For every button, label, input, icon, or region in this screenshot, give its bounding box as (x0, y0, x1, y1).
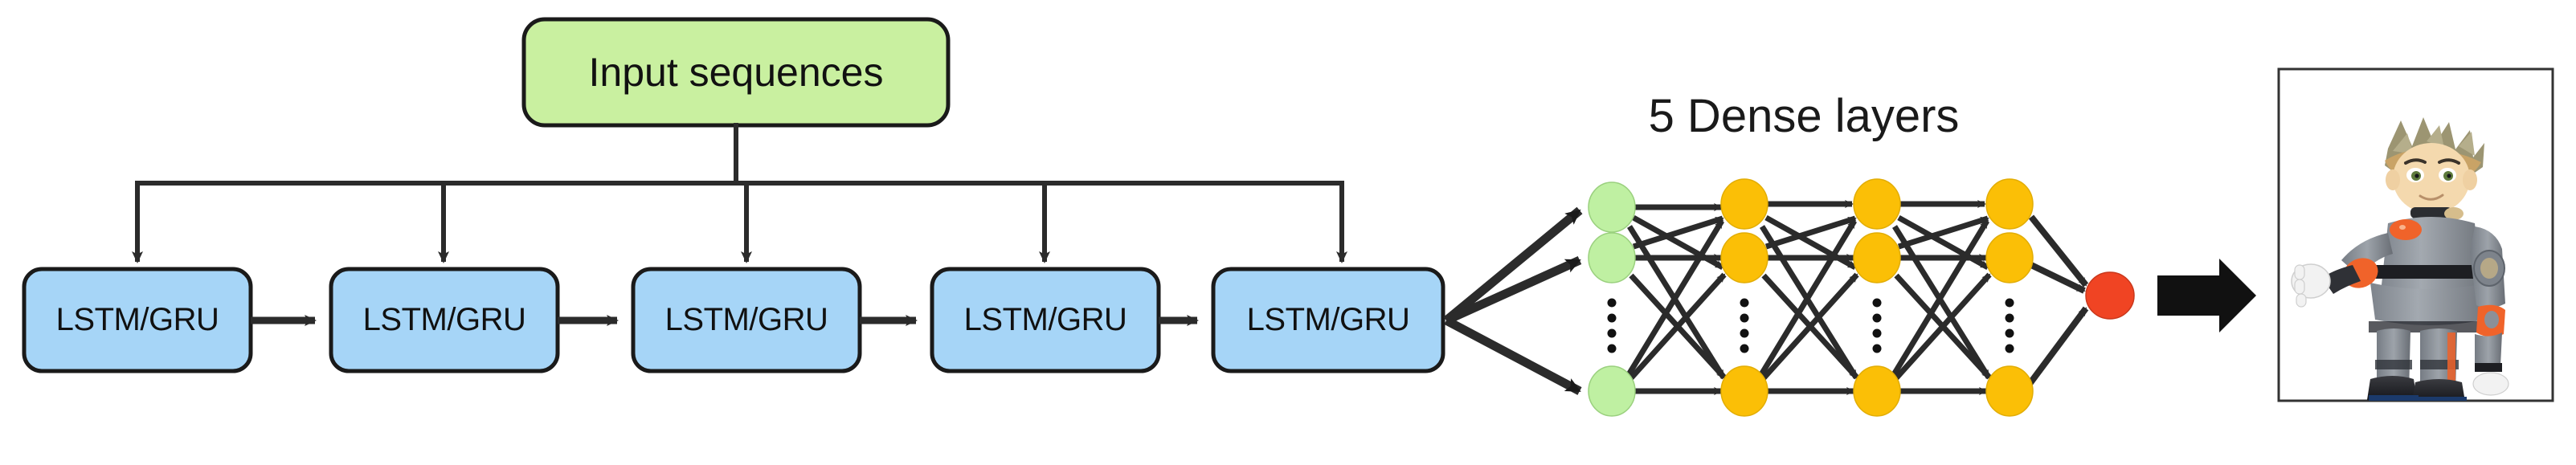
dense-node-l1-2[interactable] (1588, 232, 1636, 283)
dense-node-l4-3[interactable] (1985, 365, 2034, 417)
edge-l2n3-l3n2 (1760, 272, 1859, 382)
robot-photo (2277, 67, 2554, 402)
dense-edges-2-3 (1758, 200, 1859, 395)
edge-l2n2-l3n1 (1764, 215, 1857, 250)
edge-l3n1-l4n3 (1892, 225, 1991, 379)
edge-l4n2-out (2030, 262, 2086, 294)
dense-edges-3-4 (1891, 200, 1992, 395)
dense-node-l2-2[interactable] (1720, 232, 1768, 283)
dense-edges-1-2 (1625, 203, 1727, 395)
edge-l3n2-l4n1 (1897, 215, 1989, 250)
lstm-cell-5[interactable] (1211, 267, 1445, 373)
edge-l1n2-l2n1 (1632, 215, 1724, 250)
robot-glove (2291, 263, 2331, 308)
edge-l1n3-l2n1 (1625, 219, 1724, 377)
dense-ellipsis-l2 (1740, 298, 1749, 353)
edge-l3n3-l4n2 (1892, 272, 1992, 382)
fanout-arrow-mid (1444, 255, 1582, 325)
output-node[interactable] (2085, 271, 2135, 320)
lstm-cell-2[interactable] (329, 267, 560, 373)
robot-left-arm (2291, 233, 2393, 308)
edge-l1n3-l2n2 (1627, 272, 1727, 382)
output-arrow-icon (2157, 259, 2256, 332)
dense-layer-2-nodes[interactable] (1720, 178, 1768, 417)
dense-ellipsis-l4 (2005, 298, 2014, 353)
dense-ellipsis-l1 (1607, 298, 1617, 353)
dense-layer-1-nodes[interactable] (1588, 182, 1636, 417)
dense-edges-4-out (2026, 214, 2089, 386)
lstm-cell-4[interactable] (930, 267, 1161, 373)
dense-layer-3-nodes[interactable] (1853, 178, 1901, 417)
dense-node-l3-2[interactable] (1853, 232, 1901, 283)
dense-node-l1-1[interactable] (1588, 182, 1636, 233)
robot-boots (2367, 376, 2467, 401)
robot-right-arm (2470, 226, 2509, 396)
lstm-cell-3[interactable] (631, 267, 862, 373)
fanout-arrow-bottom (1444, 316, 1582, 395)
edge-l3n3-l4n1 (1891, 219, 1989, 377)
edge-l2n3-l3n1 (1758, 219, 1857, 377)
dense-layer-4-nodes[interactable] (1985, 178, 2034, 417)
edge-l4n3-out (2026, 306, 2089, 386)
dense-node-l3-1[interactable] (1853, 178, 1901, 230)
fanout-arrow-top (1443, 206, 1583, 324)
lstm-cell-1[interactable] (22, 267, 253, 373)
edge-l2n1-l3n3 (1760, 225, 1858, 379)
robot-torso (2369, 217, 2491, 332)
cell-to-dense-fanout (1443, 206, 1583, 395)
dense-node-l4-2[interactable] (1985, 232, 2034, 283)
input-sequences-rect[interactable] (521, 17, 951, 128)
dense-ellipsis-l3 (1872, 298, 1882, 353)
dense-node-l1-3[interactable] (1588, 365, 1636, 417)
input-to-cell-arrows (132, 183, 1347, 263)
robot-figure (2291, 117, 2509, 401)
robot-collar (2410, 207, 2452, 218)
dense-node-l3-3[interactable] (1853, 365, 1901, 417)
input-sequences-block[interactable] (521, 17, 951, 128)
edge-l1n1-l2n3 (1627, 225, 1726, 379)
robot-head (2386, 143, 2477, 214)
recurrent-cells[interactable] (22, 267, 1445, 373)
dense-node-l4-1[interactable] (1985, 178, 2034, 230)
dense-node-l2-1[interactable] (1720, 178, 1768, 230)
robot-shoulder-badge (2390, 219, 2422, 240)
dense-node-l2-3[interactable] (1720, 365, 1768, 417)
edge-l4n1-out (2028, 214, 2089, 288)
input-distribution-bus (135, 123, 1344, 186)
